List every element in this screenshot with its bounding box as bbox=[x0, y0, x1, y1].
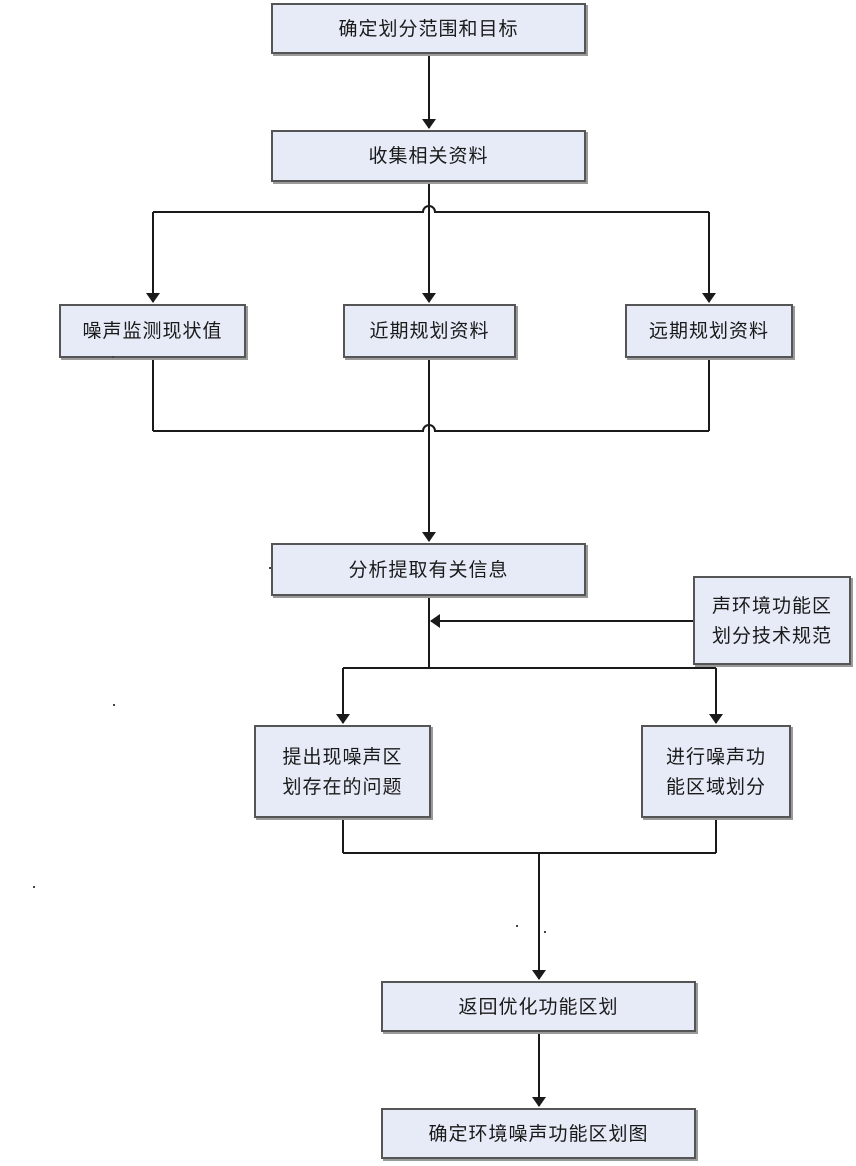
zone-division-line1: 进行噪声功 bbox=[665, 745, 766, 768]
define-scope-box: 确定划分范围和目标 bbox=[271, 3, 586, 54]
identify-problems-box: 提出现噪声区 划存在的问题 bbox=[254, 725, 431, 818]
scan-speck bbox=[544, 931, 546, 933]
define-scope-label: 确定划分范围和目标 bbox=[338, 17, 519, 40]
zone-division-line2: 能区域划分 bbox=[665, 775, 766, 798]
scan-speck bbox=[113, 704, 115, 706]
optimize-box: 返回优化功能区划 bbox=[381, 981, 696, 1032]
analyze-info-label: 分析提取有关信息 bbox=[348, 558, 509, 581]
scan-speck bbox=[516, 925, 518, 927]
noise-monitoring-box: 噪声监测现状值 bbox=[59, 304, 246, 358]
long-term-plan-box: 远期规划资料 bbox=[625, 304, 793, 358]
zone-division-box: 进行噪声功 能区域划分 bbox=[641, 725, 791, 818]
noise-monitoring-label: 噪声监测现状值 bbox=[82, 320, 223, 342]
collect-data-box: 收集相关资料 bbox=[271, 130, 586, 182]
identify-problems-line1: 提出现噪声区 bbox=[282, 745, 403, 768]
final-map-box: 确定环境噪声功能区划图 bbox=[381, 1108, 696, 1159]
final-map-label: 确定环境噪声功能区划图 bbox=[428, 1122, 649, 1145]
connector-merge-bus bbox=[153, 424, 709, 432]
tech-spec-line1: 声环境功能区 bbox=[711, 594, 832, 617]
scan-speck bbox=[112, 356, 114, 358]
analyze-info-box: 分析提取有关信息 bbox=[271, 543, 586, 596]
tech-spec-line2: 划分技术规范 bbox=[711, 624, 832, 647]
near-term-plan-box: 近期规划资料 bbox=[343, 304, 516, 358]
identify-problems-line2: 划存在的问题 bbox=[282, 775, 403, 798]
near-term-plan-label: 近期规划资料 bbox=[369, 320, 490, 342]
tech-spec-box: 声环境功能区 划分技术规范 bbox=[693, 576, 851, 665]
scan-speck bbox=[269, 567, 271, 569]
optimize-label: 返回优化功能区划 bbox=[458, 995, 619, 1018]
long-term-plan-label: 远期规划资料 bbox=[648, 320, 769, 342]
collect-data-label: 收集相关资料 bbox=[368, 145, 489, 167]
scan-speck bbox=[33, 886, 35, 888]
connector-branch-bus bbox=[153, 205, 709, 213]
